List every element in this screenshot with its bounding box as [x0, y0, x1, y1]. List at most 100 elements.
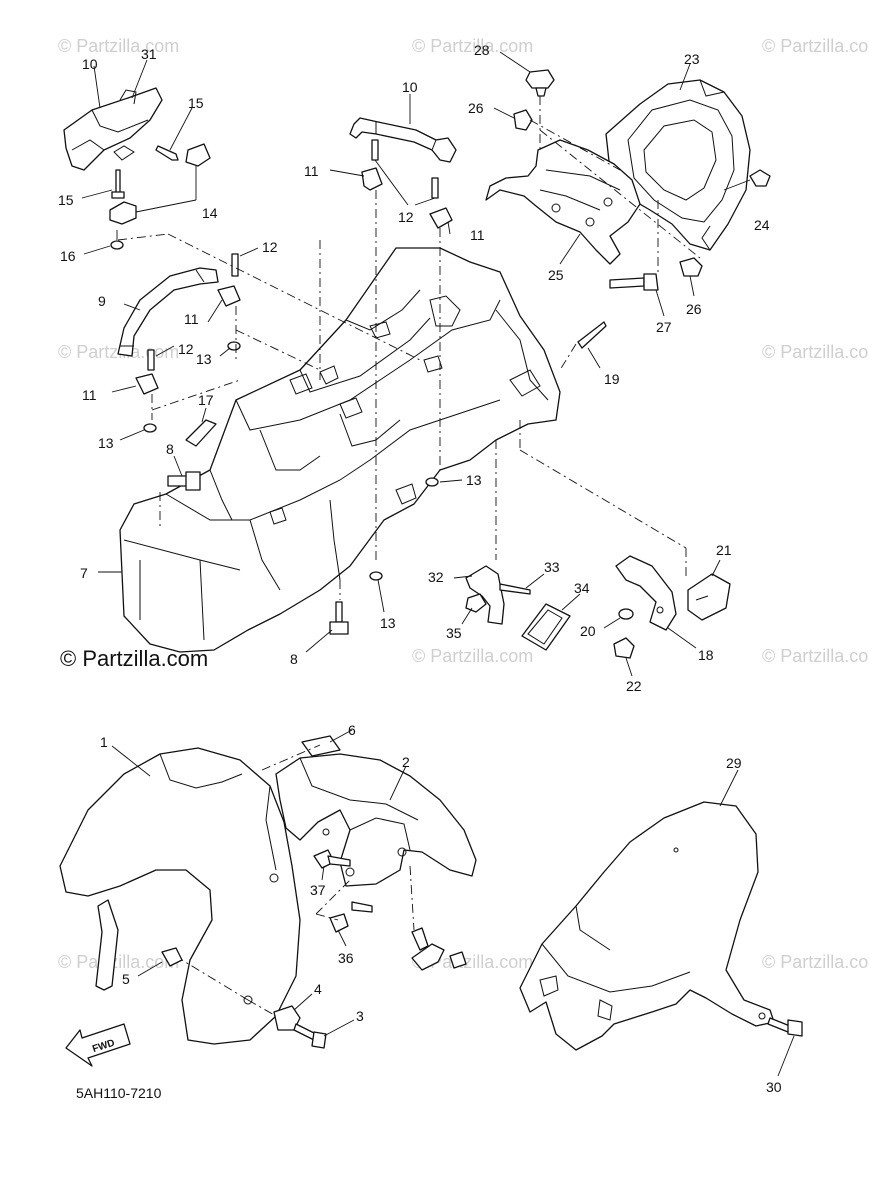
callout-25: 25 [548, 267, 564, 283]
part-washer-13a[interactable] [227, 341, 241, 351]
callout-12: 12 [178, 341, 194, 357]
part-bolt-3[interactable] [293, 1023, 327, 1049]
callout-11: 11 [470, 227, 485, 243]
watermark: © Partzilla.com [762, 646, 869, 666]
callout-20: 20 [580, 623, 596, 639]
callout-35: 35 [446, 625, 462, 641]
part-front-fender-1[interactable] [59, 747, 301, 1045]
callout-22: 22 [626, 678, 642, 694]
callout-15: 15 [58, 192, 74, 208]
part-bolt-27[interactable] [609, 273, 659, 291]
watermark: © Partzilla.com [58, 36, 179, 56]
diagram-code: 5AH110-7210 [76, 1085, 162, 1101]
callout-13: 13 [380, 615, 396, 631]
part-damper-26b[interactable] [679, 257, 703, 277]
callout-17: 17 [198, 392, 214, 408]
part-washer-16[interactable] [110, 240, 124, 250]
watermark: © Partzilla.com [58, 952, 179, 972]
part-plate-17[interactable] [185, 419, 217, 447]
callout-18: 18 [698, 647, 714, 663]
watermark: © Partzilla.com [412, 952, 533, 972]
callout-11: 11 [304, 163, 319, 179]
callout-4: 4 [314, 981, 322, 997]
part-grommet-28[interactable] [525, 69, 555, 97]
part-nut-35[interactable] [465, 593, 487, 613]
callout-29: 29 [726, 755, 742, 771]
callout-37: 37 [310, 882, 326, 898]
part-bracket-10[interactable] [349, 117, 457, 163]
callout-33: 33 [544, 559, 560, 575]
part-rivet-19[interactable] [577, 321, 607, 349]
part-clip-11c[interactable] [217, 285, 241, 307]
part-washer-13c[interactable] [425, 477, 439, 487]
watermark: © Partzilla.com [762, 36, 869, 56]
callout-7: 7 [80, 565, 88, 581]
callout-12: 12 [398, 209, 414, 225]
part-clip-11b[interactable] [429, 207, 453, 229]
callout-6: 6 [348, 722, 356, 738]
part-washer-13b[interactable] [143, 423, 157, 433]
part-bracket-rod[interactable] [95, 899, 119, 991]
callout-13: 13 [196, 351, 212, 367]
callout-31: 31 [141, 46, 157, 62]
callout-8: 8 [290, 651, 298, 667]
part-bolt-37[interactable] [313, 849, 351, 869]
part-bracket-25[interactable] [485, 139, 641, 265]
part-rivet-12d[interactable] [147, 349, 155, 371]
part-housing-23[interactable] [605, 79, 751, 251]
part-bracket-18[interactable] [615, 555, 677, 631]
part-rivet-12a[interactable] [371, 139, 379, 161]
callout-12: 12 [262, 239, 278, 255]
part-rivet-15b[interactable] [111, 169, 125, 199]
part-grab-bar-9[interactable] [117, 267, 219, 357]
part-clip-11a[interactable] [361, 167, 383, 191]
callout-19: 19 [604, 371, 620, 387]
callout-8: 8 [166, 441, 174, 457]
callout-13: 13 [466, 472, 482, 488]
callout-11: 11 [184, 311, 199, 327]
callout-14: 14 [202, 205, 218, 221]
part-reflector-34[interactable] [521, 603, 571, 651]
callout-1: 1 [100, 734, 108, 750]
part-bolt-30[interactable] [767, 1017, 803, 1037]
part-clip-11d[interactable] [135, 373, 159, 395]
callout-28: 28 [474, 42, 490, 58]
callout-13: 13 [98, 435, 114, 451]
callout-3: 3 [356, 1008, 364, 1024]
part-clip-14[interactable] [109, 143, 211, 225]
callout-21: 21 [716, 542, 732, 558]
part-damper-26a[interactable] [513, 109, 533, 131]
part-bolt-24[interactable] [723, 169, 771, 191]
part-rear-fender-7[interactable] [119, 247, 561, 653]
part-damper-21[interactable] [687, 573, 731, 621]
part-rivet-15a[interactable] [155, 145, 179, 161]
part-bolt-36[interactable] [329, 901, 373, 933]
part-front-fender-2[interactable] [275, 753, 477, 887]
part-nut-22[interactable] [613, 637, 635, 659]
part-washer-20[interactable] [618, 608, 634, 620]
callouts: 31 10 15 15 14 16 28 23 10 26 11 12 11 2… [58, 42, 795, 1095]
part-washer-13d[interactable] [369, 571, 383, 581]
callout-5: 5 [122, 971, 130, 987]
callout-34: 34 [574, 580, 590, 596]
part-rivet-12b[interactable] [431, 177, 439, 199]
callout-24: 24 [754, 217, 770, 233]
watermark: © Partzilla.com [412, 646, 533, 666]
callout-2: 2 [402, 754, 410, 770]
part-rivet-12c[interactable] [231, 253, 239, 277]
part-bolt-8a[interactable] [167, 471, 201, 491]
part-rear-mudguard-29[interactable] [519, 801, 775, 1051]
part-grab-cover[interactable] [63, 87, 163, 171]
callout-27: 27 [656, 319, 672, 335]
callout-26: 26 [468, 100, 484, 116]
callout-36: 36 [338, 950, 354, 966]
part-rivet-33[interactable] [499, 583, 531, 595]
part-bracket-32[interactable] [465, 565, 505, 625]
watermark: © Partzilla.com [762, 342, 869, 362]
callout-15: 15 [188, 95, 204, 111]
part-label-6[interactable] [301, 735, 341, 757]
part-bolt-8b[interactable] [329, 601, 349, 635]
fwd-arrow-icon: FWD [65, 1023, 131, 1067]
part-clip-front[interactable] [411, 927, 467, 971]
